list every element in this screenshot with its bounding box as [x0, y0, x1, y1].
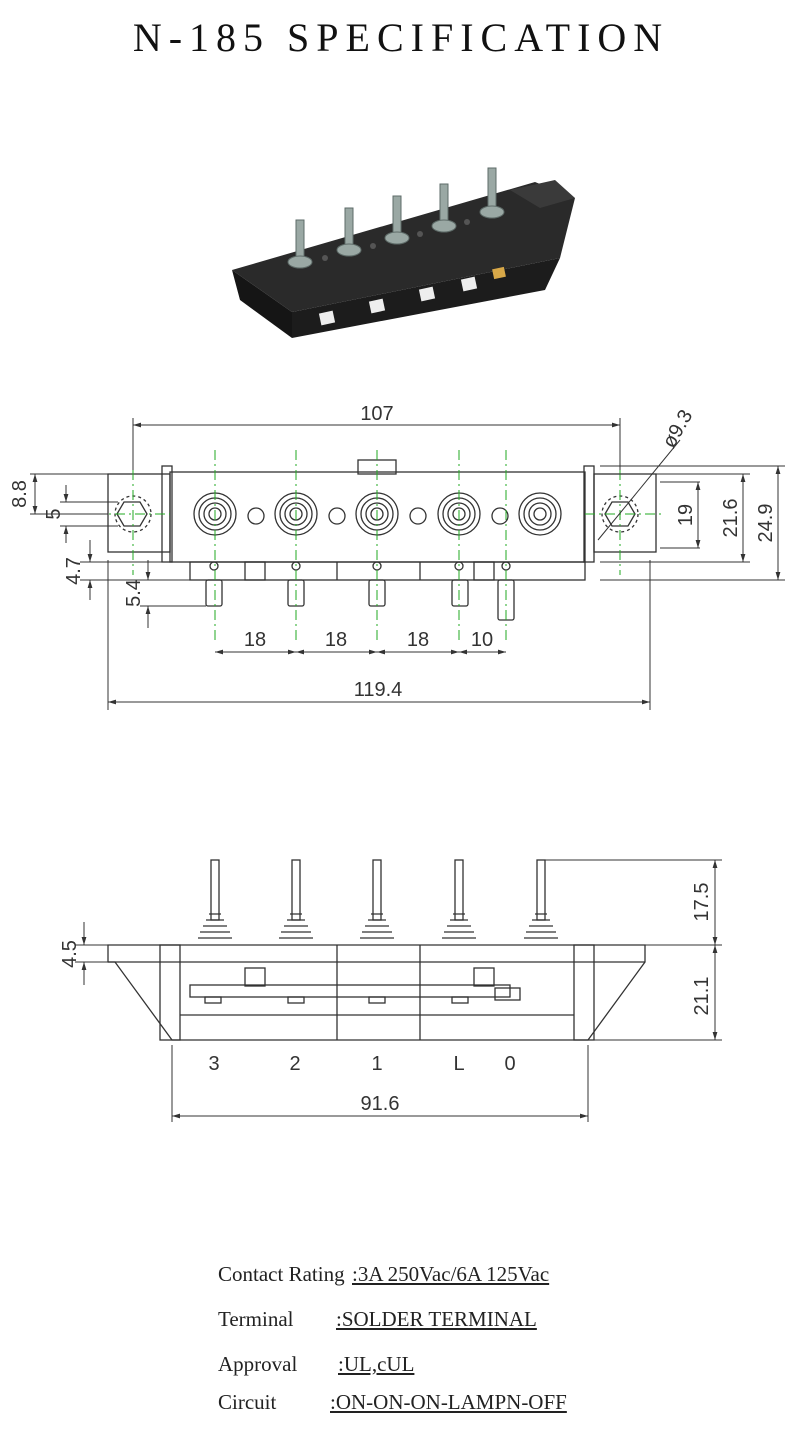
dim-5: 5 [43, 508, 65, 519]
spec-value: :SOLDER TERMINAL [336, 1307, 537, 1331]
position-label: 0 [504, 1053, 515, 1075]
dim-21-1: 21.1 [691, 977, 713, 1016]
top-view-dims [30, 418, 785, 710]
dim-pitch-2: 18 [325, 629, 347, 651]
position-label: 2 [289, 1053, 300, 1075]
dim-pitch-4: 10 [471, 629, 493, 651]
dim-4-5: 4.5 [59, 940, 81, 968]
dim-119-4: 119.4 [354, 679, 403, 701]
top-view-drawing [107, 459, 657, 621]
spec-label: Circuit [218, 1390, 277, 1414]
position-label: L [453, 1053, 464, 1075]
position-label: 1 [371, 1053, 382, 1075]
side-view-dims [75, 859, 722, 1122]
position-label: 3 [208, 1053, 219, 1075]
dim-4-7: 4.7 [63, 557, 85, 585]
dim-pitch-3: 18 [407, 629, 429, 651]
spec-label: Terminal [218, 1307, 294, 1331]
dim-107: 107 [360, 403, 393, 425]
dim-24-9: 24.9 [755, 504, 777, 543]
centerlines [95, 450, 665, 640]
spec-label: Contact Rating [218, 1262, 345, 1286]
spec-value: :3A 250Vac/6A 125Vac [352, 1262, 550, 1286]
dim-21-6: 21.6 [720, 499, 742, 538]
dim-pitch-1: 18 [244, 629, 266, 651]
dim-5-4: 5.4 [123, 579, 145, 607]
dim-91-6: 91.6 [361, 1093, 400, 1115]
dim-hole-dia: ø9.3 [658, 406, 697, 452]
spec-value: :UL,cUL [338, 1352, 415, 1376]
product-photo [232, 167, 575, 338]
spec-label: Approval [218, 1352, 298, 1376]
dim-19: 19 [675, 504, 697, 526]
page-title: N-185 SPECIFICATION [132, 15, 670, 60]
dim-8-8: 8.8 [9, 480, 31, 508]
spec-value: :ON-ON-ON-LAMPN-OFF [330, 1390, 567, 1414]
side-view-drawing [107, 859, 646, 1041]
dim-17-5: 17.5 [691, 883, 713, 922]
